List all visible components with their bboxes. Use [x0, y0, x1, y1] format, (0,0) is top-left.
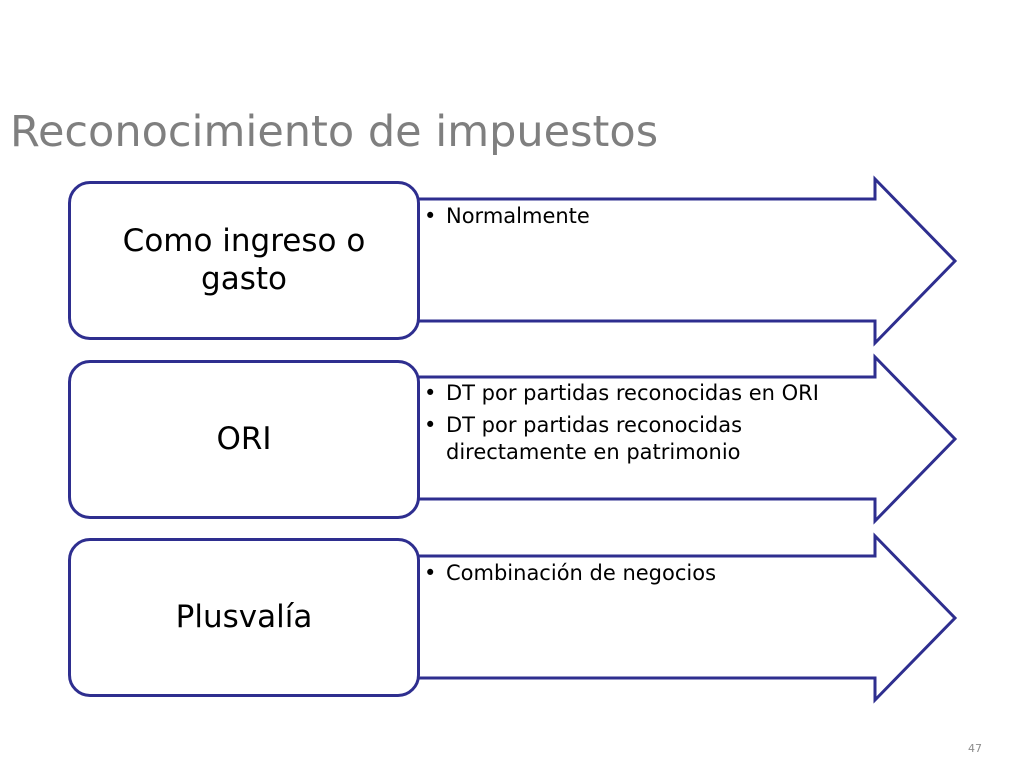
category-label-3: Plusvalía	[175, 598, 313, 635]
bullet-item: DT por partidas reconocidas en ORI	[424, 380, 854, 407]
category-box-1: Como ingreso o gasto	[68, 181, 420, 340]
bullet-item: Normalmente	[424, 203, 854, 230]
bullet-list-3: Combinación de negocios	[424, 560, 854, 592]
bullet-list-2: DT por partidas reconocidas en ORI DT po…	[424, 380, 854, 471]
bullet-list-1: Normalmente	[424, 203, 854, 235]
bullet-item: DT por partidas reconocidas directamente…	[424, 412, 854, 465]
category-label-2: ORI	[216, 420, 272, 457]
category-box-3: Plusvalía	[68, 538, 420, 697]
page-number: 47	[968, 742, 982, 755]
category-label-1: Como ingreso o gasto	[122, 223, 366, 297]
slide-title: Reconocimiento de impuestos	[10, 107, 659, 157]
bullet-item: Combinación de negocios	[424, 560, 854, 587]
category-box-2: ORI	[68, 360, 420, 519]
